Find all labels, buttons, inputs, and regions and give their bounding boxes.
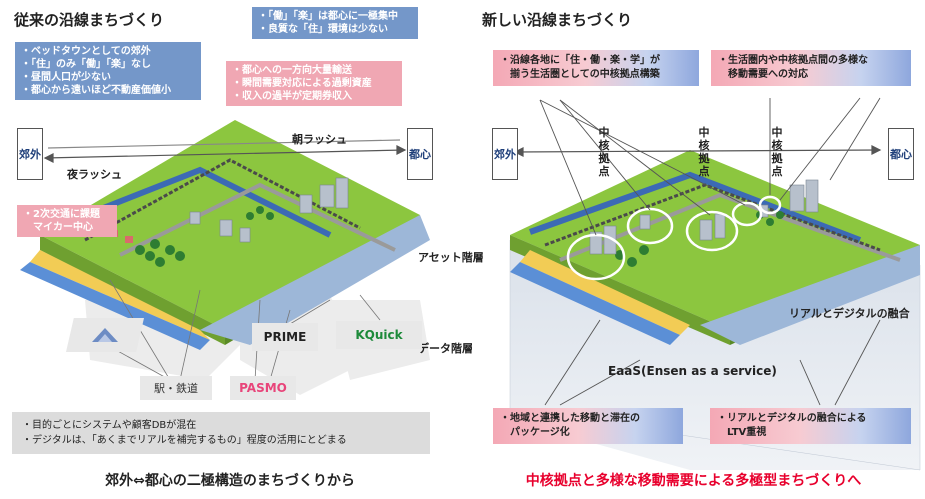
box-line: ・地域と連携した移動と滞在の — [500, 413, 640, 424]
box-line: ・「働」「楽」は都心に一極集中 — [258, 11, 398, 22]
box-line: ・ベッドタウンとしての郊外 — [21, 46, 151, 57]
morning-rush-label: 朝ラッシュ — [292, 133, 347, 146]
box-line: ・「住」のみ「働」「楽」なし — [21, 59, 151, 70]
hub-label-2: 中核拠点 — [698, 126, 710, 178]
right-suburb-label: 郊外 — [492, 128, 518, 180]
box-line: ・収入の過半が定期券収入 — [232, 91, 352, 102]
left-center-label: 都心 — [407, 128, 433, 180]
logo-kquick: KQuick — [336, 321, 422, 349]
box-concentration: ・「働」「楽」は都心に一極集中 ・良質な「住」環境は少ない — [252, 7, 418, 39]
box-secondary-transport: ・2次交通に課題 マイカー中心 — [17, 205, 117, 237]
right-center-label: 都心 — [888, 128, 914, 180]
box-line: ・昼間人口が少ない — [21, 72, 111, 83]
logo-station-railway: 駅・鉄道 — [140, 376, 212, 400]
asset-layer-label: アセット階層 — [418, 251, 484, 264]
left-suburb-label: 郊外 — [17, 128, 43, 180]
hub-label-3: 中核拠点 — [771, 126, 783, 178]
box-core-hub: ・沿線各地に「住・働・楽・学」が 揃う生活圏としての中核拠点構築 — [493, 50, 699, 86]
box-mobility-demand: ・生活圏内や中核拠点間の多様な 移動需要への対応 — [711, 50, 911, 86]
box-line: ・目的ごとにシステムや顧客DBが混在 — [22, 420, 197, 431]
logo-prime: PRIME — [252, 323, 318, 351]
box-line: ・瞬間需要対応による過剰資産 — [232, 78, 372, 89]
real-digital-fusion-label: リアルとデジタルの融合 — [789, 307, 910, 320]
night-rush-label: 夜ラッシュ — [67, 168, 122, 181]
box-line: 移動需要への対応 — [718, 69, 808, 80]
box-line: LTV重視 — [717, 427, 767, 438]
right-footer: 中核拠点と多様な移動需要による多極型まちづくりへ — [525, 473, 862, 489]
box-line: ・生活圏内や中核拠点間の多様な — [718, 55, 868, 66]
triangle-logo-icon — [92, 328, 118, 342]
box-transport: ・都心への一方向大量輸送 ・瞬間需要対応による過剰資産 ・収入の過半が定期券収入 — [226, 61, 402, 106]
data-layer-label: データ階層 — [418, 342, 473, 355]
box-system-issues: ・目的ごとにシステムや顧客DBが混在 ・デジタルは、「あくまでリアルを補完するも… — [12, 412, 430, 454]
right-title: 新しい沿線まちづくり — [482, 11, 633, 29]
box-line: 揃う生活圏としての中核拠点構築 — [500, 69, 660, 80]
hub-label-1: 中核拠点 — [598, 126, 610, 178]
box-line: ・都心から遠いほど不動産価値小 — [21, 85, 171, 96]
left-title: 従来の沿線まちづくり — [14, 11, 165, 29]
box-package: ・地域と連携した移動と滞在の パッケージ化 — [493, 408, 683, 444]
eaas-label: EaaS(Ensen as a service) — [608, 364, 777, 378]
unnamed-logo — [66, 318, 144, 352]
box-line: パッケージ化 — [500, 427, 570, 438]
box-line: ・デジタルは、「あくまでリアルを補完するもの」程度の活用にとどまる — [22, 435, 347, 446]
box-line: マイカー中心 — [23, 222, 93, 233]
box-line: ・沿線各地に「住・働・楽・学」が — [500, 55, 660, 66]
box-ltv: ・リアルとデジタルの融合による LTV重視 — [710, 408, 911, 444]
box-line: ・2次交通に課題 — [23, 209, 100, 220]
box-line: ・リアルとデジタルの融合による — [717, 413, 867, 424]
left-footer: 郊外⇔都心の二極構造のまちづくりから — [105, 473, 355, 489]
box-bedtown: ・ベッドタウンとしての郊外 ・「住」のみ「働」「楽」なし ・昼間人口が少ない ・… — [15, 42, 201, 100]
right-callouts — [539, 97, 881, 406]
right-asset-layer — [510, 150, 920, 345]
box-line: ・良質な「住」環境は少ない — [258, 24, 388, 35]
left-rush-arrows — [43, 139, 407, 163]
box-line: ・都心への一方向大量輸送 — [232, 65, 352, 76]
logo-pasmo: PASMO — [230, 376, 296, 400]
